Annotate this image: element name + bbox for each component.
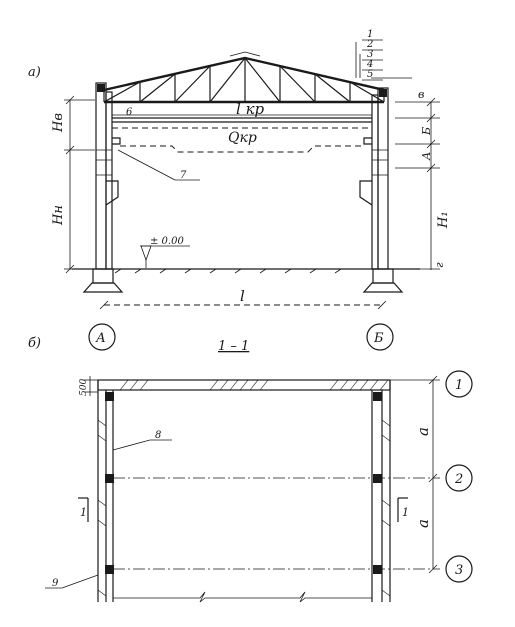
callout-9-leader — [61, 574, 99, 589]
plan-right-wall — [371, 380, 391, 602]
bay-a-label-2: а — [414, 519, 432, 528]
right-callout-B: Б — [420, 127, 433, 136]
axis-1-label: 1 — [455, 378, 463, 393]
upper-column-height-label: Hв — [51, 113, 66, 133]
elevation-mark — [140, 245, 190, 268]
section-cut-label: 1 – 1 — [218, 339, 249, 354]
callout-6: 6 — [126, 107, 133, 118]
bay-a-label-1: а — [414, 427, 432, 436]
axis-bubble-B — [366, 323, 394, 351]
axis-B-label: Б — [373, 331, 384, 346]
axis-bubble-2 — [445, 464, 473, 492]
span-dimension — [99, 300, 387, 310]
section-b-label: б) — [28, 336, 41, 351]
ground-line — [72, 268, 440, 274]
crane-span-label: l кр — [236, 100, 265, 118]
callout-8-leader — [112, 439, 151, 451]
axis-3-label: 3 — [455, 563, 463, 578]
elevation-label: ± 0.00 — [150, 236, 184, 247]
top-callout-5: 5 — [367, 69, 373, 80]
top-callout-stack — [362, 39, 383, 81]
axis-bubble-1 — [445, 370, 473, 398]
callout-7-leader — [117, 149, 176, 181]
top-callout-3: 3 — [367, 49, 373, 60]
right-callout-A: А — [420, 152, 433, 161]
roof-truss — [103, 51, 385, 104]
span-label: l — [240, 287, 245, 305]
section-cut-marks — [78, 497, 408, 522]
section-a-label: а) — [28, 65, 41, 80]
offset-500-label: 500 — [79, 379, 89, 396]
left-column — [82, 82, 124, 293]
crane-capacity-label: Qкр — [228, 130, 257, 146]
crane-runway — [112, 114, 372, 153]
right-callout-b: в — [418, 88, 424, 101]
callout-7: 7 — [180, 170, 187, 181]
break-line — [113, 591, 372, 603]
right-dimensions — [355, 42, 440, 270]
top-callout-1: 1 — [367, 29, 373, 40]
axis-bubble-A — [88, 323, 116, 351]
plan-500-dimension — [84, 376, 98, 396]
right-column — [359, 87, 404, 293]
callout-9: 9 — [52, 578, 59, 589]
plan-top-wall — [97, 379, 391, 391]
callout-8: 8 — [155, 430, 161, 441]
top-callout-4: 4 — [366, 59, 373, 70]
plan-left-wall — [97, 380, 114, 602]
right-callout-r: г — [433, 262, 446, 268]
rail-height-label: H₁ — [436, 211, 451, 229]
cut-mark-right: 1 — [402, 506, 409, 519]
cut-mark-left: 1 — [80, 506, 87, 519]
left-dimensions — [64, 95, 95, 274]
axis-2-label: 2 — [454, 472, 463, 487]
top-callout-2: 2 — [366, 39, 373, 50]
axis-bubble-3 — [445, 555, 473, 583]
lower-column-height-label: Hн — [51, 205, 66, 226]
plan-right-dimensions — [428, 375, 438, 574]
axis-A-label: А — [95, 331, 106, 346]
